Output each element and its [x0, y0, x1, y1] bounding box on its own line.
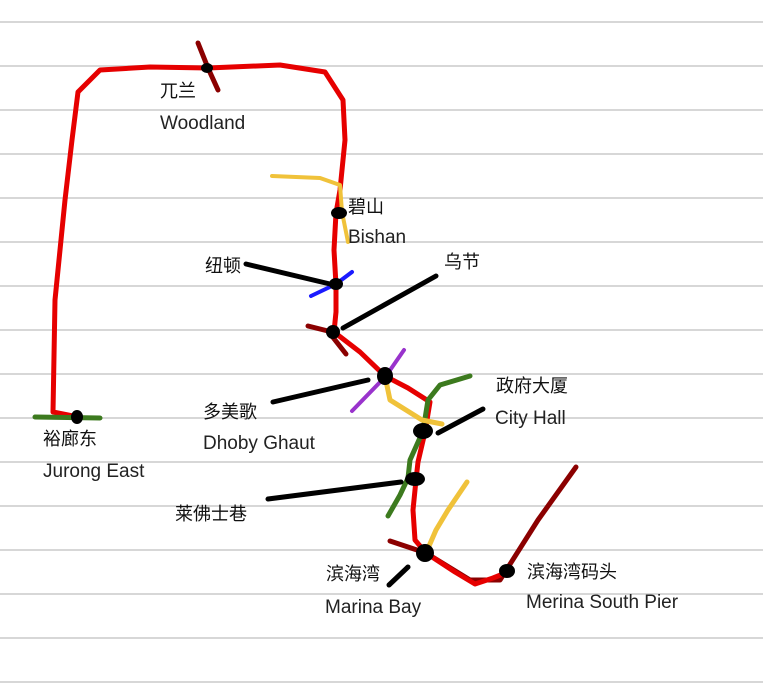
station-labels: 兀兰 Woodland 碧山 Bishan 纽顿 乌节 多美歌 Dhoby Gh… [43, 81, 679, 618]
pointer-orchard [340, 273, 439, 331]
station-marina-south-pier [499, 564, 515, 578]
label-marina-south-pier-cn: 滨海湾码头 [527, 562, 617, 583]
label-jurong-east-cn: 裕廊东 [43, 429, 97, 450]
station-dhoby-ghaut [377, 367, 393, 385]
label-newton-cn: 纽顿 [205, 256, 241, 277]
pointer-dhoby-ghaut [270, 377, 371, 405]
label-woodland-en: Woodland [160, 113, 245, 134]
station-bishan [331, 207, 347, 219]
thomson-line [195, 40, 579, 583]
circle-line-dhoby-segment [382, 373, 445, 427]
station-woodland [201, 63, 213, 73]
pointer-city-hall [435, 406, 486, 436]
station-markers [71, 63, 515, 578]
label-dhoby-ghaut-en: Dhoby Ghaut [203, 433, 316, 454]
label-bishan-cn: 碧山 [348, 197, 384, 218]
pointer-marina-bay [386, 564, 411, 588]
label-pointers [243, 261, 486, 588]
station-city-hall [413, 423, 433, 439]
east-west-line-jurong-stub [32, 414, 103, 421]
east-west-line [32, 373, 473, 519]
label-bishan-en: Bishan [348, 227, 406, 248]
label-dhoby-ghaut-cn: 多美歌 [203, 402, 257, 423]
station-marina-bay [416, 544, 434, 562]
circle-line [270, 174, 470, 556]
station-newton [329, 278, 343, 290]
station-jurong-east [71, 410, 83, 424]
station-raffles-place [405, 472, 425, 486]
paper-lines [0, 21, 763, 683]
label-marina-bay-en: Marina Bay [325, 597, 422, 618]
label-jurong-east-en: Jurong East [43, 461, 145, 482]
label-marina-south-pier-en: Merina South Pier [526, 592, 679, 613]
label-city-hall-en: City Hall [495, 408, 566, 429]
circle-line-marina-segment [423, 479, 470, 556]
label-woodland-cn: 兀兰 [160, 81, 196, 102]
station-orchard [326, 325, 340, 339]
label-raffles-place-cn: 莱佛士巷 [175, 504, 247, 525]
label-marina-bay-cn: 滨海湾 [326, 564, 380, 585]
circle-line-bishan-segment [270, 174, 350, 244]
label-city-hall-cn: 政府大厦 [496, 376, 568, 397]
east-west-line-city-segment [385, 373, 473, 519]
pointer-raffles-place [265, 479, 404, 502]
pointer-newton [243, 261, 333, 287]
label-orchard-cn: 乌节 [444, 252, 480, 273]
